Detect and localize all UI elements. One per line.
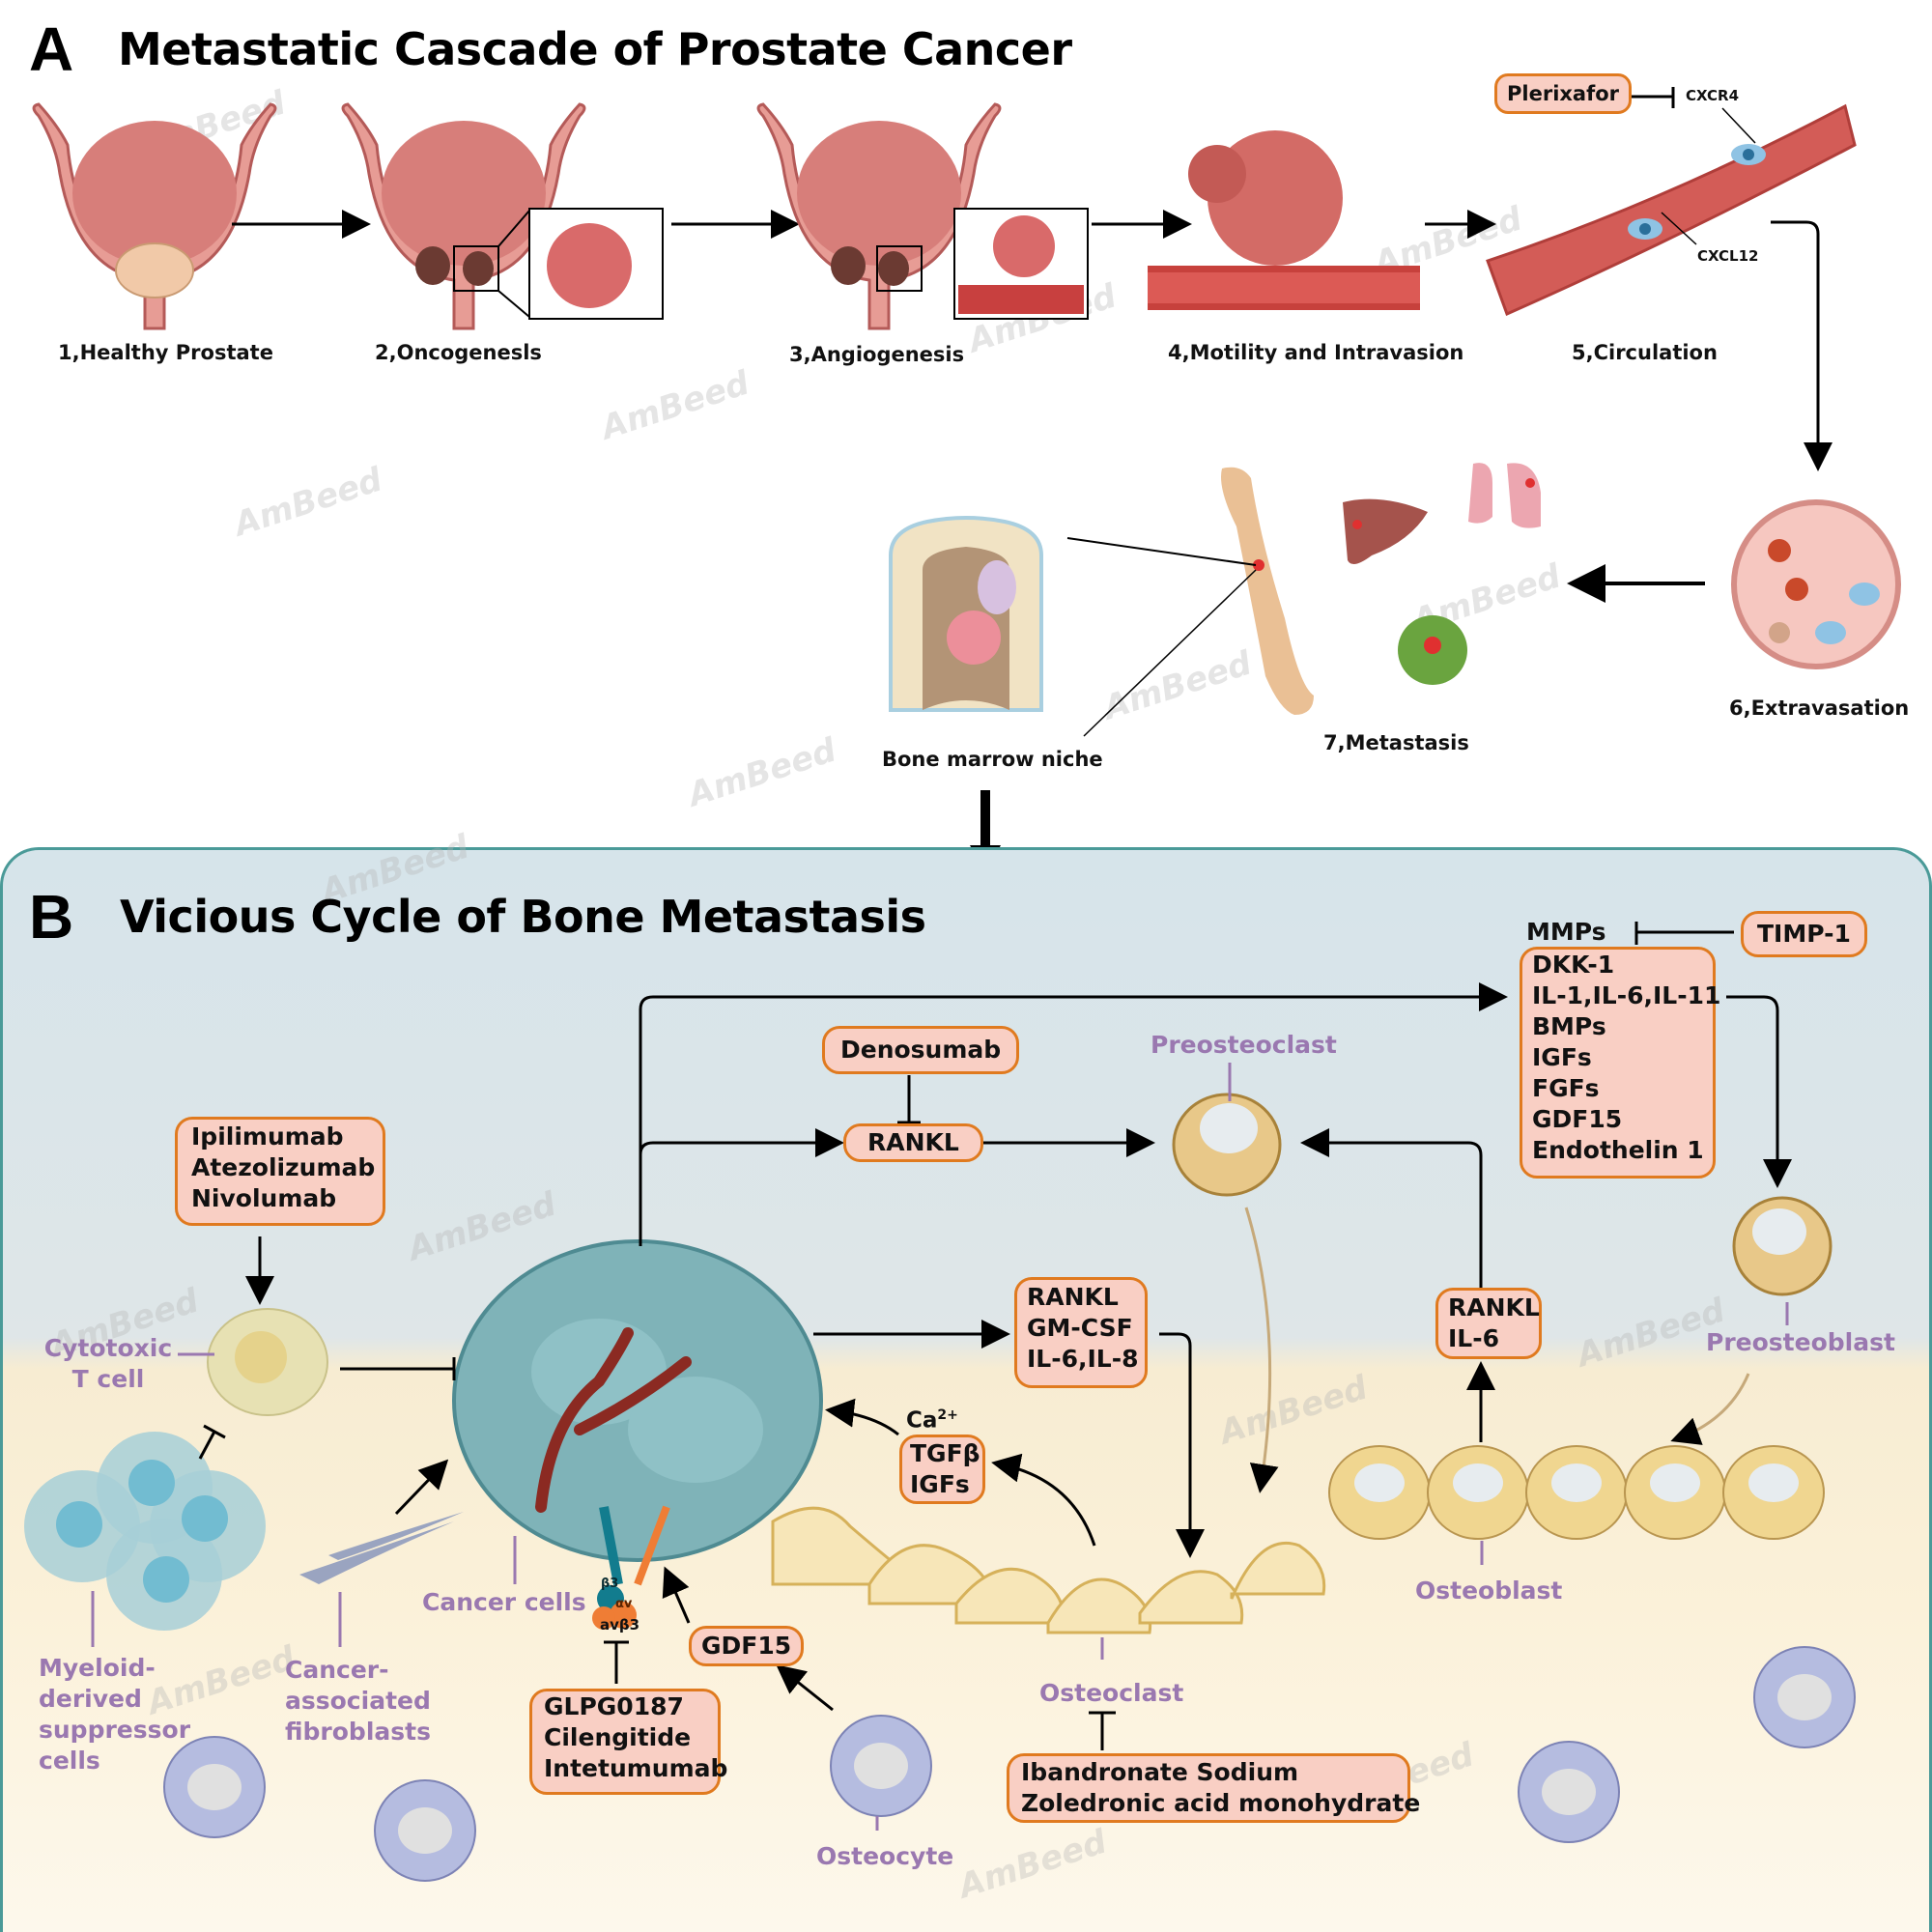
step-label-metastasis: 7,Metastasis [1323, 731, 1469, 754]
gdf15-label: GDF15 [701, 1632, 792, 1660]
healthy-prostate-icon [32, 102, 277, 330]
cell-label-line: fibroblasts [285, 1718, 431, 1746]
cancer-secreted-box: RANKL GM-CSF IL-6,IL-8 [1014, 1277, 1148, 1388]
cell-label-caf: Cancer- associated fibroblasts [285, 1655, 431, 1747]
secreted-factor: RANKL [1448, 1293, 1540, 1321]
cancer-associated-fibroblast-icon [299, 1512, 464, 1584]
preosteoblast-icon [1732, 1196, 1833, 1296]
receptor-cxcr4-label: CXCR4 [1686, 87, 1740, 104]
panel-b-letter: B [29, 882, 74, 952]
factor-item: GDF15 [1532, 1105, 1623, 1133]
mdsc-cluster-icon [24, 1432, 266, 1631]
mmps-label: MMPs [1526, 918, 1606, 946]
osteoblast-row-icon [1328, 1445, 1825, 1540]
panel-b-title: Vicious Cycle of Bone Metastasis [120, 891, 926, 943]
matrix-factor: TGFβ [910, 1439, 980, 1467]
integrin-drug: Intetumumab [544, 1754, 728, 1782]
secreted-factor: GM-CSF [1027, 1314, 1133, 1342]
step-label-motility-intravasion: 4,Motility and Intravasion [1168, 341, 1464, 364]
factors-box: DKK-1 IL-1,IL-6,IL-11 BMPs IGFs FGFs GDF… [1520, 947, 1721, 1179]
calcium-label: Ca2+ [906, 1407, 958, 1434]
cell-label-mdsc: Myeloid- derived suppressor cells [39, 1653, 190, 1776]
cell-label-cytotoxic-t: Cytotoxic T cell [41, 1333, 176, 1395]
osteoclast-row-icon [771, 1506, 1326, 1634]
checkpoint-drug: Atezolizumab [191, 1153, 376, 1181]
rankl-label: RANKL [867, 1128, 959, 1156]
step-label-extravasation: 6,Extravasation [1729, 696, 1910, 720]
panel-a-illustration [32, 87, 1901, 847]
osteoblast-secreted-box: RANKL IL-6 [1435, 1288, 1542, 1359]
preosteoclast-icon [1172, 1093, 1282, 1197]
matrix-factor: IGFs [910, 1470, 970, 1498]
cell-label-osteoclast: Osteoclast [1039, 1679, 1184, 1707]
angiogenesis-prostate-icon [756, 102, 1089, 330]
motility-intravasion-icon [1148, 130, 1420, 310]
step-label-oncogenesis: 2,Oncogenesls [375, 341, 542, 364]
cell-label-line: Myeloid- [39, 1654, 156, 1682]
bisphosphonate-drug: Ibandronate Sodium [1021, 1758, 1299, 1786]
factor-item: BMPs [1532, 1012, 1606, 1040]
oncogenesis-prostate-icon [341, 102, 664, 330]
integrin-drug: Cilengitide [544, 1723, 692, 1751]
cell-label-line: associated [285, 1687, 431, 1715]
cell-label-line: suppressor [39, 1716, 191, 1744]
bisphosphonate-drug: Zoledronic acid monohydrate [1021, 1789, 1421, 1817]
cell-label-line: Cancer- [285, 1656, 389, 1684]
factor-item: DKK-1 [1532, 951, 1615, 979]
secreted-factor: IL-6,IL-8 [1027, 1345, 1139, 1373]
metastasis-organs-icon [1221, 463, 1541, 715]
bone-matrix-factors-box: TGFβ IGFs [899, 1435, 985, 1504]
secreted-factor: IL-6 [1448, 1324, 1500, 1352]
cell-label-line: cells [39, 1747, 100, 1775]
gdf15-box: GDF15 [689, 1626, 805, 1666]
extravasation-icon [1731, 499, 1901, 669]
integrin-b3-label: β3 [601, 1577, 619, 1591]
drug-box-timp1: TIMP-1 [1741, 911, 1867, 957]
checkpoint-drug: Nivolumab [191, 1184, 337, 1212]
checkpoint-drug: Ipilimumab [191, 1122, 344, 1151]
factor-item: Endothelin 1 [1532, 1136, 1704, 1164]
cytotoxic-t-cell-icon [207, 1308, 328, 1416]
panel-a-letter: A [29, 14, 74, 84]
step-label-healthy-prostate: 1,Healthy Prostate [58, 341, 273, 364]
integrin-avb3-label: avβ3 [600, 1616, 640, 1634]
integrin-av-label: αv [615, 1597, 633, 1611]
cell-label-line: derived [39, 1685, 142, 1713]
integrin-drugs-box: GLPG0187 Cilengitide Intetumumab [529, 1689, 728, 1795]
drug-box-plerixafor: Plerixafor [1494, 73, 1633, 114]
integrin-avb3-icon [592, 1505, 670, 1630]
cell-label-preosteoclast: Preosteoclast [1151, 1031, 1337, 1059]
cancer-cell-mass-icon [452, 1239, 823, 1562]
integrin-drug: GLPG0187 [544, 1692, 684, 1720]
drug-timp1: TIMP-1 [1757, 920, 1851, 948]
rankl-box: RANKL [843, 1123, 983, 1162]
calcium-symbol: Ca [906, 1407, 938, 1434]
drug-plerixafor: Plerixafor [1507, 82, 1620, 105]
checkpoint-drugs-box: Ipilimumab Atezolizumab Nivolumab [175, 1117, 385, 1226]
cell-label-cancer: Cancer cells [422, 1588, 586, 1616]
drug-denosumab: Denosumab [840, 1036, 1002, 1064]
bone-marrow-niche-icon [889, 516, 1043, 712]
cell-label-line: Cytotoxic [43, 1334, 173, 1362]
circulation-vessel-icon [1486, 103, 1857, 317]
cell-label-osteoblast: Osteoblast [1415, 1577, 1563, 1605]
factor-item: IL-1,IL-6,IL-11 [1532, 981, 1721, 1009]
drug-box-denosumab: Denosumab [822, 1026, 1020, 1074]
factor-item: IGFs [1532, 1043, 1592, 1071]
panel-a-title: Metastatic Cascade of Prostate Cancer [118, 23, 1072, 75]
secreted-factor: RANKL [1027, 1283, 1119, 1311]
step-label-angiogenesis: 3,Angiogenesis [789, 343, 965, 366]
ligand-cxcl12-label: CXCL12 [1697, 247, 1759, 265]
factor-item: FGFs [1532, 1074, 1600, 1102]
bisphosphonates-box: Ibandronate Sodium Zoledronic acid monoh… [1007, 1753, 1421, 1823]
calcium-charge: 2+ [937, 1407, 958, 1423]
bone-marrow-niche-label: Bone marrow niche [882, 748, 1103, 771]
cell-label-osteocyte: Osteocyte [816, 1842, 954, 1870]
cell-label-preosteoblast: Preosteoblast [1706, 1328, 1895, 1356]
cell-label-line: T cell [71, 1365, 145, 1393]
step-label-circulation: 5,Circulation [1572, 341, 1718, 364]
